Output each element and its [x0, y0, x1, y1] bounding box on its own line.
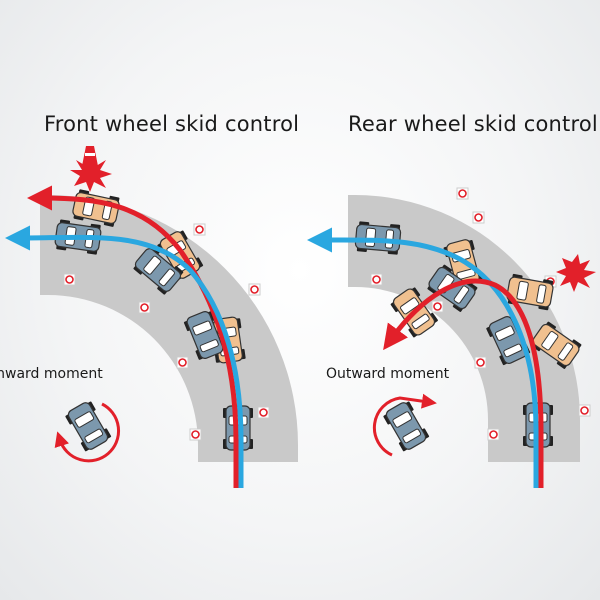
moment-car-front	[64, 399, 112, 452]
rear-panel-title: Rear wheel skid control	[348, 112, 598, 136]
front-panel-title: Front wheel skid control	[44, 112, 300, 136]
rotation-arrow-icon	[54, 402, 121, 463]
skid-path-rear	[383, 278, 544, 488]
road-curve-rear	[348, 195, 580, 462]
car-skidding-rear-3	[505, 273, 554, 311]
car-skidding-rear-4	[529, 320, 582, 370]
road-marker-icon	[370, 187, 591, 441]
moment-car-rear	[382, 399, 430, 452]
car-controlled-rear-3	[485, 313, 531, 366]
car-controlled-front-2	[131, 244, 184, 295]
collision-burst-icon	[556, 254, 596, 292]
skid-path-front	[27, 185, 239, 488]
rear-panel	[307, 187, 596, 488]
rotation-arrow-icon	[372, 393, 437, 457]
road-marker-icon	[63, 223, 270, 441]
traffic-cone-icon	[82, 146, 98, 166]
outward-moment-label: Outward moment	[326, 366, 450, 382]
collision-burst-icon	[70, 156, 112, 192]
controlled-path-rear	[307, 227, 539, 488]
front-panel	[5, 146, 298, 488]
controlled-path-front	[5, 225, 244, 488]
car-controlled-front-3	[182, 308, 227, 361]
inward-moment-label: Inward moment	[0, 366, 103, 382]
